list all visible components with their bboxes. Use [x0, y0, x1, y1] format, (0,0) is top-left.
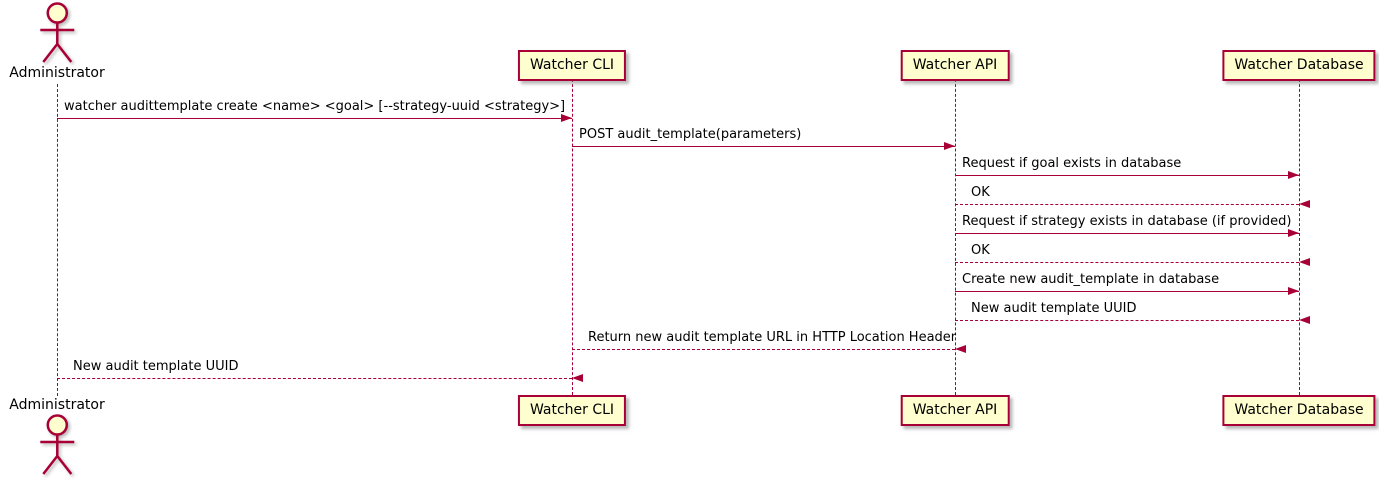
message-line: [955, 175, 1299, 176]
actor-stick-figure-icon: [40, 2, 74, 63]
message-label: Create new audit_template in database: [962, 272, 1220, 287]
actor-administrator-bottom: Administrator: [9, 396, 105, 476]
arrowhead-icon: [944, 142, 955, 150]
arrowhead-icon: [955, 345, 966, 353]
message-label: OK: [971, 185, 990, 200]
participant-watcher-api-top: Watcher API: [900, 50, 1010, 81]
message-line: [57, 378, 572, 379]
participant-watcher-api-bottom: Watcher API: [900, 395, 1010, 426]
participant-watcher-cli-top: Watcher CLI: [517, 50, 627, 81]
actor-administrator-top: Administrator: [9, 2, 105, 82]
lifeline-administrator: [57, 84, 58, 396]
participant-watcher-database-bottom: Watcher Database: [1222, 395, 1376, 426]
message-label: watcher audittemplate create <name> <goa…: [64, 99, 566, 114]
message-line: [572, 349, 955, 350]
lifeline-watcher-api: [955, 79, 956, 395]
message-line: [57, 118, 572, 119]
message-label: POST audit_template(parameters): [579, 127, 802, 142]
message-label: OK: [971, 243, 990, 258]
message-line: [955, 320, 1299, 321]
message-label: Return new audit template URL in HTTP Lo…: [588, 330, 957, 345]
message-line: [955, 262, 1299, 263]
arrowhead-icon: [1288, 287, 1299, 295]
arrowhead-icon: [1299, 200, 1310, 208]
participant-watcher-database-top: Watcher Database: [1222, 50, 1376, 81]
message-label: Request if goal exists in database: [962, 156, 1182, 171]
participant-watcher-cli-bottom: Watcher CLI: [517, 395, 627, 426]
message-line: [955, 204, 1299, 205]
actor-label: Administrator: [9, 397, 105, 413]
message-label: New audit template UUID: [73, 359, 239, 374]
message-label: New audit template UUID: [971, 301, 1137, 316]
lifeline-watcher-database: [1299, 79, 1300, 395]
arrowhead-icon: [561, 114, 572, 122]
arrowhead-icon: [1299, 258, 1310, 266]
arrowhead-icon: [1288, 229, 1299, 237]
message-line: [955, 291, 1299, 292]
message-line: [955, 233, 1299, 234]
arrowhead-icon: [1288, 171, 1299, 179]
arrowhead-icon: [1299, 316, 1310, 324]
lifeline-watcher-cli: [572, 79, 573, 395]
actor-stick-figure-icon: [40, 414, 74, 475]
actor-label: Administrator: [9, 65, 105, 81]
arrowhead-icon: [572, 374, 583, 382]
message-line: [572, 146, 955, 147]
message-label: Request if strategy exists in database (…: [962, 214, 1292, 229]
